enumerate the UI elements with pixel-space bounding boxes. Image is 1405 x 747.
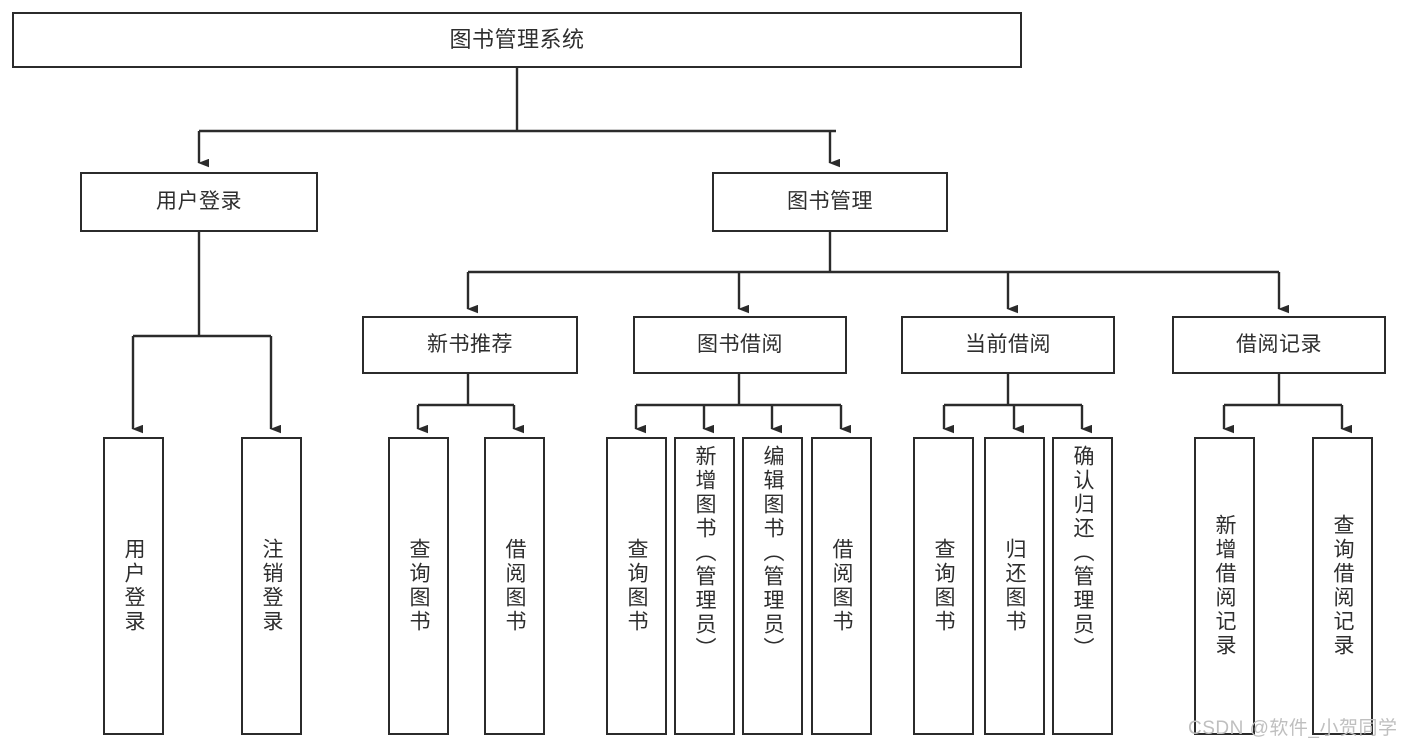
node-label: 归还图书 [1003, 538, 1026, 634]
node-book-borrow[interactable]: 图书借阅 [633, 316, 847, 374]
csdn-watermark: CSDN @软件_小贺同学 [1188, 718, 1398, 739]
node-label: 查询图书 [407, 538, 430, 634]
node-label: 新增借阅记录 [1213, 514, 1236, 658]
node-label: 用户登录 [122, 538, 145, 634]
node-label: 查询图书 [932, 538, 955, 634]
node-label: 借阅图书 [503, 538, 526, 634]
leaf-add-book-admin[interactable]: 新增图书（管理员） [674, 437, 735, 735]
leaf-query-book-current[interactable]: 查询图书 [913, 437, 974, 735]
node-label: 注销登录 [260, 538, 283, 634]
node-label: 新书推荐 [427, 332, 513, 356]
node-label: 确认归还（管理员） [1071, 445, 1094, 661]
node-root-book-management-system[interactable]: 图书管理系统 [12, 12, 1022, 68]
node-book-management[interactable]: 图书管理 [712, 172, 948, 232]
leaf-return-book[interactable]: 归还图书 [984, 437, 1045, 735]
node-label: 用户登录 [156, 189, 242, 213]
node-borrow-records[interactable]: 借阅记录 [1172, 316, 1386, 374]
leaf-borrow-book[interactable]: 借阅图书 [811, 437, 872, 735]
node-user-login[interactable]: 用户登录 [80, 172, 318, 232]
node-label: 图书管理系统 [449, 27, 585, 53]
node-label: 当前借阅 [965, 332, 1051, 356]
node-label: 借阅记录 [1236, 332, 1322, 356]
leaf-add-borrow-record[interactable]: 新增借阅记录 [1194, 437, 1255, 735]
leaf-query-borrow-record[interactable]: 查询借阅记录 [1312, 437, 1373, 735]
node-label: 图书借阅 [697, 332, 783, 356]
node-label: 新增图书（管理员） [693, 445, 716, 661]
node-current-borrow[interactable]: 当前借阅 [901, 316, 1115, 374]
node-label: 借阅图书 [830, 538, 853, 634]
node-new-book-recommend[interactable]: 新书推荐 [362, 316, 578, 374]
node-label: 图书管理 [787, 189, 873, 213]
node-label: 编辑图书（管理员） [761, 445, 784, 661]
leaf-edit-book-admin[interactable]: 编辑图书（管理员） [742, 437, 803, 735]
node-label: 查询借阅记录 [1331, 514, 1354, 658]
leaf-query-book-borrow[interactable]: 查询图书 [606, 437, 667, 735]
leaf-borrow-book-recommend[interactable]: 借阅图书 [484, 437, 545, 735]
leaf-user-login[interactable]: 用户登录 [103, 437, 164, 735]
leaf-logout[interactable]: 注销登录 [241, 437, 302, 735]
leaf-confirm-return-admin[interactable]: 确认归还（管理员） [1052, 437, 1113, 735]
node-label: 查询图书 [625, 538, 648, 634]
leaf-query-book-recommend[interactable]: 查询图书 [388, 437, 449, 735]
